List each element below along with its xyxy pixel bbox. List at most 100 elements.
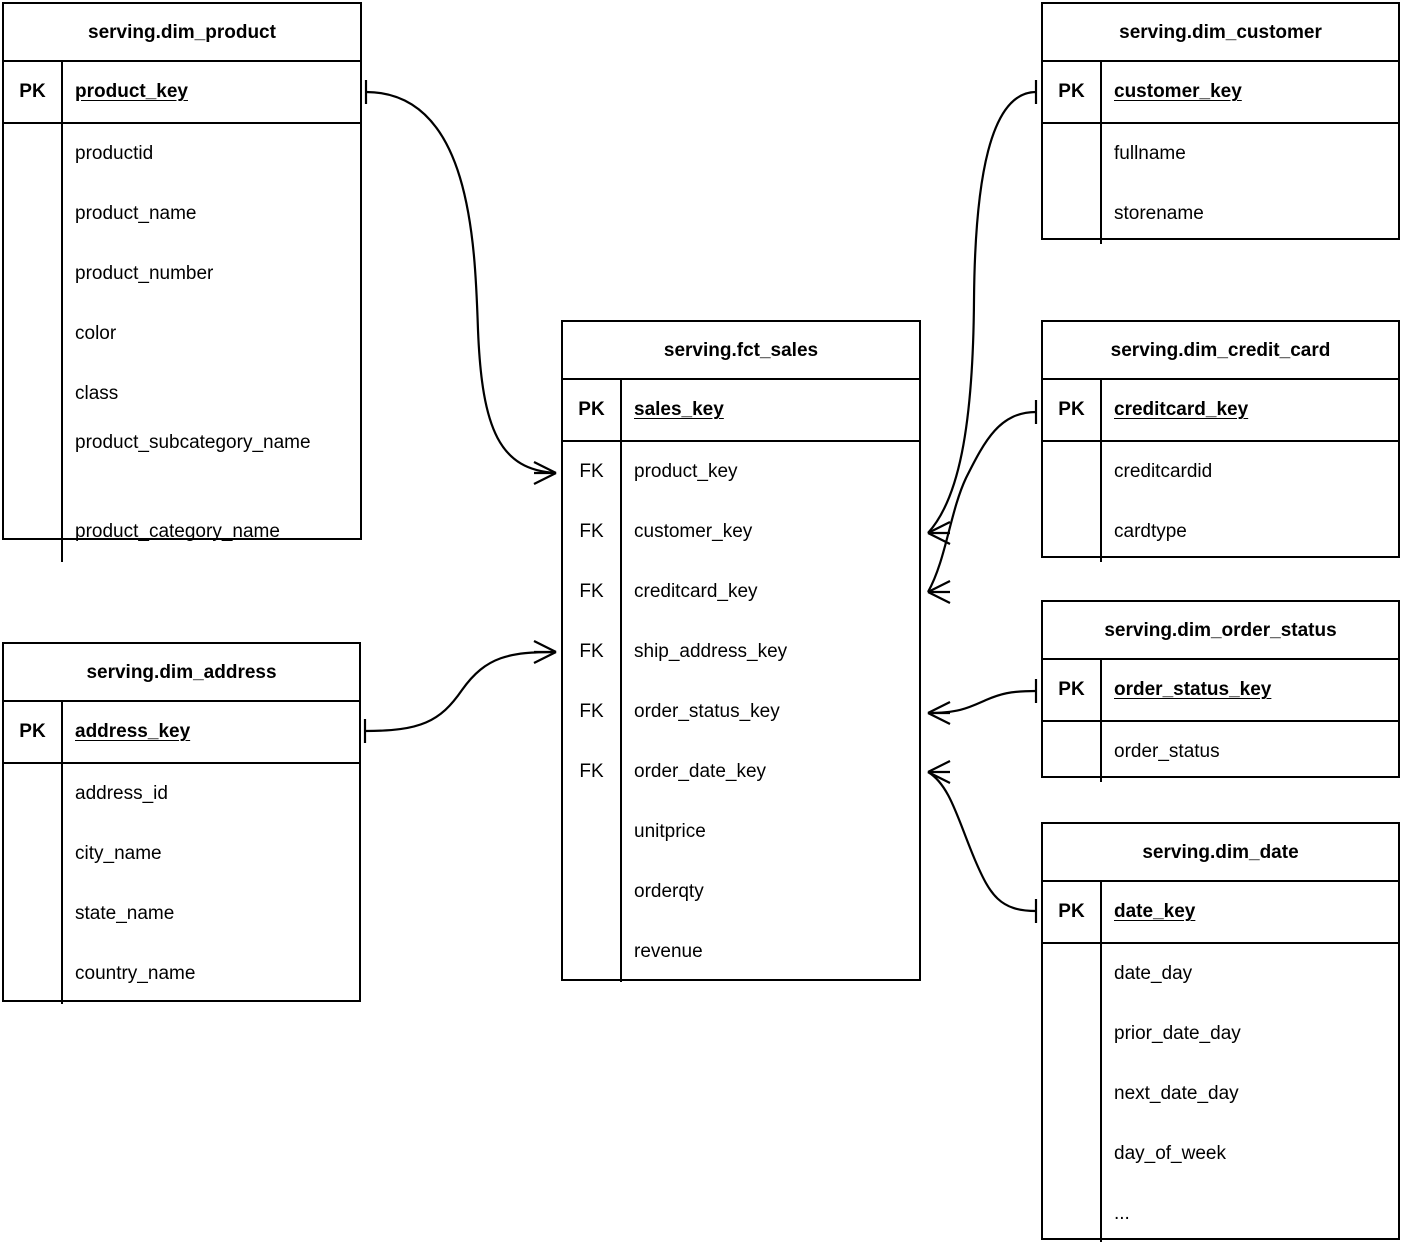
column-name: prior_date_day: [1114, 1023, 1241, 1045]
column-name: fullname: [1114, 143, 1186, 165]
table-row[interactable]: order_status: [1043, 722, 1398, 782]
entity-dim-date[interactable]: serving.dim_date PK date_key date_day pr…: [1041, 822, 1400, 1242]
column-name: product_name: [75, 203, 197, 225]
key-label: PK: [1043, 660, 1102, 720]
crowfoot-icon: [533, 651, 557, 664]
table-row[interactable]: product_name: [4, 184, 360, 244]
column-name: product_subcategory_name: [75, 432, 311, 453]
table-row[interactable]: FK order_date_key: [563, 742, 919, 802]
pk-row[interactable]: PK customer_key: [1043, 62, 1398, 124]
table-row[interactable]: orderqty: [563, 862, 919, 922]
entity-title: serving.dim_credit_card: [1043, 322, 1398, 380]
column-name: product_category_name: [75, 521, 280, 543]
table-row[interactable]: address_id: [4, 764, 359, 824]
key-label: [1043, 1124, 1102, 1184]
key-label: [4, 124, 63, 184]
crowfoot-icon: [927, 521, 951, 534]
table-row[interactable]: next_date_day: [1043, 1064, 1398, 1124]
entity-dim-product[interactable]: serving.dim_product PK product_key produ…: [2, 2, 362, 562]
key-label: FK: [563, 742, 622, 802]
column-list: date_day prior_date_day next_date_day da…: [1043, 944, 1398, 1242]
crowfoot-icon: [927, 712, 951, 725]
column-name: city_name: [75, 843, 162, 865]
column-name: customer_key: [634, 521, 753, 543]
table-row[interactable]: city_name: [4, 824, 359, 884]
pk-row[interactable]: PK date_key: [1043, 882, 1398, 944]
table-row[interactable]: country_name: [4, 944, 359, 1004]
table-row[interactable]: FK ship_address_key: [563, 622, 919, 682]
column-name: color: [75, 323, 117, 345]
pk-row[interactable]: PK sales_key: [563, 380, 919, 442]
entity-dim-credit-card[interactable]: serving.dim_credit_card PK creditcard_ke…: [1041, 320, 1400, 562]
key-label: FK: [563, 682, 622, 742]
table-row[interactable]: prior_date_day: [1043, 1004, 1398, 1064]
relationship-line: [364, 650, 557, 733]
key-label: [1043, 124, 1102, 184]
table-row[interactable]: FK customer_key: [563, 502, 919, 562]
pk-row[interactable]: PK creditcard_key: [1043, 380, 1398, 442]
table-row[interactable]: class: [4, 364, 360, 424]
column-list: FK product_key FK customer_key FK credit…: [563, 442, 919, 982]
key-label: PK: [1043, 882, 1102, 942]
key-label: [1043, 1064, 1102, 1124]
table-row[interactable]: unitprice: [563, 802, 919, 862]
entity-dim-order-status[interactable]: serving.dim_order_status PK order_status…: [1041, 600, 1400, 782]
table-row[interactable]: date_day: [1043, 944, 1398, 1004]
column-list: fullname storename: [1043, 124, 1398, 244]
table-row[interactable]: ...: [1043, 1184, 1398, 1242]
table-row[interactable]: color: [4, 304, 360, 364]
key-label: [1043, 944, 1102, 1004]
table-row[interactable]: cardtype: [1043, 502, 1398, 562]
table-row[interactable]: product_subcategory_name: [4, 424, 360, 502]
key-label: PK: [563, 380, 622, 440]
key-label: [1043, 722, 1102, 782]
table-row[interactable]: productid: [4, 124, 360, 184]
crowfoot-icon: [927, 701, 951, 714]
table-row[interactable]: creditcardid: [1043, 442, 1398, 502]
crowfoot-icon: [927, 580, 951, 593]
column-name: ...: [1114, 1203, 1130, 1225]
pk-row[interactable]: PK product_key: [4, 62, 360, 124]
entity-dim-address[interactable]: serving.dim_address PK address_key addre…: [2, 642, 361, 1004]
table-row[interactable]: FK product_key: [563, 442, 919, 502]
key-label: FK: [563, 622, 622, 682]
table-row[interactable]: revenue: [563, 922, 919, 982]
pk-row[interactable]: PK address_key: [4, 702, 359, 764]
table-row[interactable]: state_name: [4, 884, 359, 944]
key-label: PK: [1043, 62, 1102, 122]
table-row[interactable]: product_number: [4, 244, 360, 304]
column-name: order_date_key: [634, 761, 767, 783]
column-name: sales_key: [634, 399, 724, 421]
column-name: date_key: [1114, 901, 1196, 923]
entity-dim-customer[interactable]: serving.dim_customer PK customer_key ful…: [1041, 2, 1400, 244]
entity-title: serving.dim_customer: [1043, 4, 1398, 62]
column-name: creditcard_key: [1114, 399, 1249, 421]
table-row[interactable]: fullname: [1043, 124, 1398, 184]
key-label: FK: [563, 442, 622, 502]
table-row[interactable]: storename: [1043, 184, 1398, 244]
key-label: [563, 862, 622, 922]
column-name: class: [75, 383, 119, 405]
key-label: [1043, 502, 1102, 562]
column-list: order_status: [1043, 722, 1398, 782]
table-row[interactable]: FK order_status_key: [563, 682, 919, 742]
key-label: PK: [4, 62, 63, 122]
entity-fct-sales[interactable]: serving.fct_sales PK sales_key FK produc…: [561, 320, 921, 982]
key-label: [1043, 1184, 1102, 1242]
pk-row[interactable]: PK order_status_key: [1043, 660, 1398, 722]
column-name: ship_address_key: [634, 641, 788, 663]
table-row[interactable]: product_category_name: [4, 502, 360, 562]
relationship-date-sales: [927, 760, 1038, 923]
column-name: day_of_week: [1114, 1143, 1226, 1165]
table-row[interactable]: day_of_week: [1043, 1124, 1398, 1184]
entity-title: serving.dim_product: [4, 4, 360, 62]
table-row[interactable]: FK creditcard_key: [563, 562, 919, 622]
crowfoot-icon: [533, 640, 557, 653]
key-label: [4, 824, 63, 884]
relationship-orderstatus-sales: [927, 679, 1038, 725]
column-name: state_name: [75, 903, 175, 925]
relationship-creditcard-sales: [927, 400, 1038, 604]
key-label: FK: [563, 562, 622, 622]
entity-title: serving.fct_sales: [563, 322, 919, 380]
